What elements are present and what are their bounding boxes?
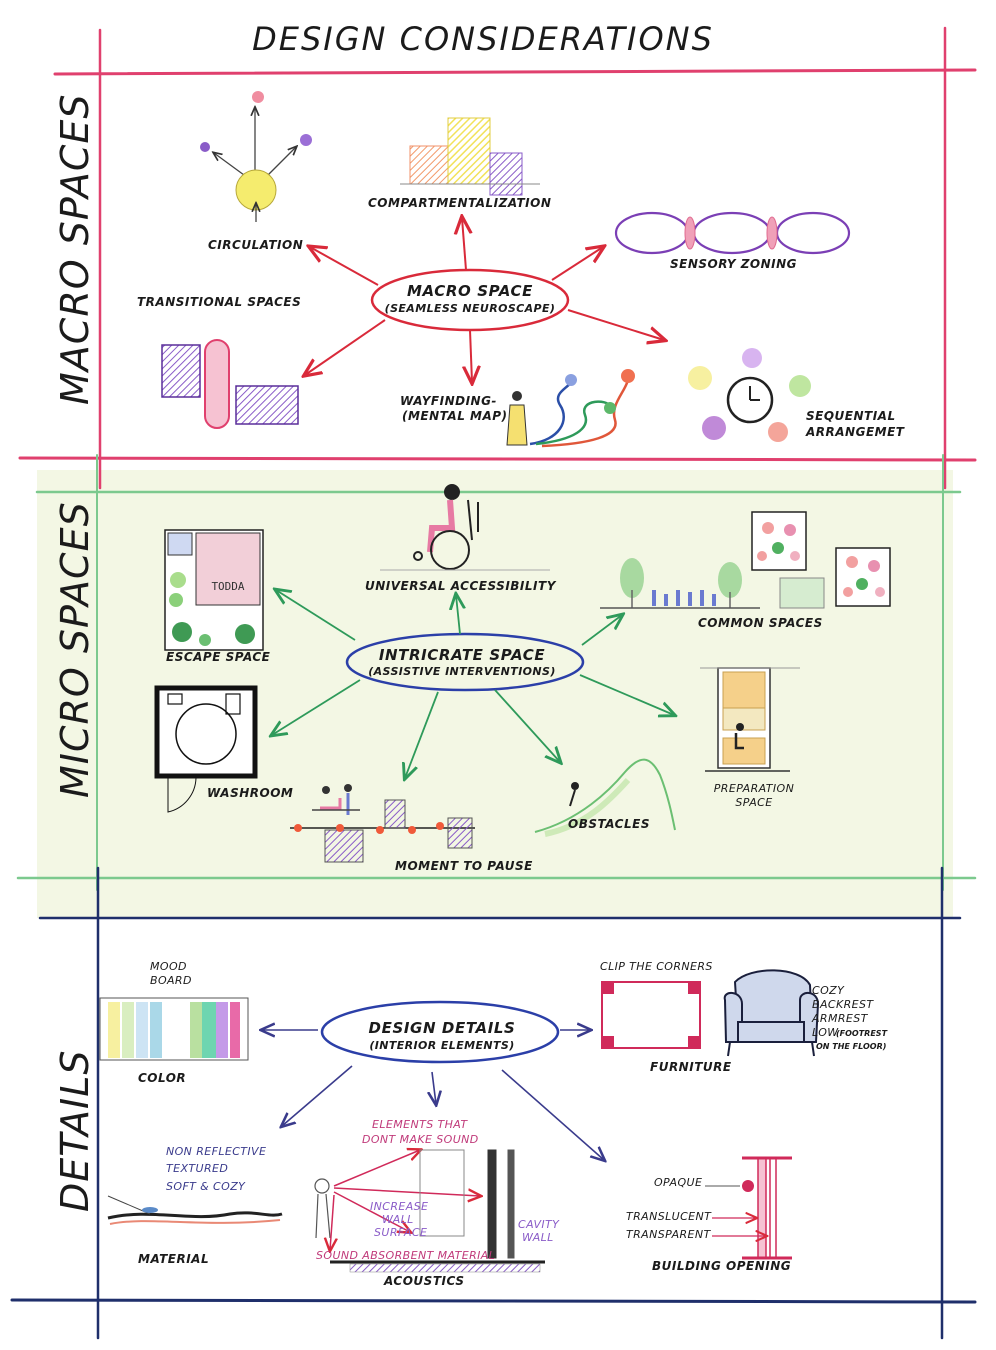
label-sequential-2: ARRANGEMET xyxy=(805,425,905,439)
label-escape-space: ESCAPE SPACE xyxy=(166,650,271,664)
armchair-sketch xyxy=(723,969,820,1057)
macro-hub-subtitle: (SEAMLESS NEUROSCAPE) xyxy=(385,302,556,315)
label-increase-2: WALL xyxy=(382,1213,414,1226)
label-cozy-2: BACKREST xyxy=(812,998,874,1011)
label-clip-corners: CLIP THE CORNERS xyxy=(600,960,713,973)
label-preparation-1: PREPARATION xyxy=(714,782,794,795)
mood-board-sketch xyxy=(99,997,249,1061)
macro-hub-title: MACRO SPACE xyxy=(407,282,533,300)
micro-arrows xyxy=(272,590,674,778)
label-mood-2: BOARD xyxy=(150,974,192,987)
label-wayfinding-2: (MENTAL MAP) xyxy=(402,409,508,423)
label-cozy-5: ON THE FLOOR) xyxy=(816,1042,886,1051)
transitional-spaces-sketch xyxy=(161,339,299,429)
details-hub-title: DESIGN DETAILS xyxy=(369,1019,516,1037)
band-lines xyxy=(10,26,977,1340)
label-nonreflective-1: NON REFLECTIVE xyxy=(166,1145,266,1158)
label-cozy-3: ARMREST xyxy=(811,1012,869,1025)
label-elements-1: ELEMENTS THAT xyxy=(372,1118,468,1131)
preparation-space-sketch xyxy=(700,667,800,772)
label-cavity-2: WALL xyxy=(522,1231,554,1244)
label-translucent: TRANSLUCENT xyxy=(626,1210,712,1223)
label-acoustics: ACOUSTICS xyxy=(383,1274,464,1288)
label-compartmentalization: COMPARTMENTALIZATION xyxy=(368,196,551,210)
label-nonreflective-2: TEXTURED xyxy=(166,1162,228,1175)
label-increase-1: INCREASE xyxy=(370,1200,428,1213)
details-hub-subtitle: (INTERIOR ELEMENTS) xyxy=(369,1039,514,1052)
wayfinding-sketch xyxy=(506,369,635,448)
clip-corners-sketch xyxy=(601,981,701,1049)
sensory-zoning-sketch xyxy=(614,211,851,255)
label-opaque: OPAQUE xyxy=(654,1176,702,1189)
details-arrows xyxy=(262,1030,604,1160)
wheelchair-sketch xyxy=(380,484,550,571)
section-label-details: DETAILS xyxy=(53,1050,97,1213)
label-common-spaces: COMMON SPACES xyxy=(698,616,823,630)
label-material: MATERIAL xyxy=(138,1252,209,1266)
washroom-sketch xyxy=(154,685,258,813)
label-transparent: TRANSPARENT xyxy=(626,1228,712,1241)
label-sequential-1: SEQUENTIAL xyxy=(806,409,896,423)
label-preparation-2: SPACE xyxy=(735,796,772,809)
label-cavity-1: CAVITY xyxy=(518,1218,560,1231)
label-color: COLOR xyxy=(138,1071,186,1085)
label-moment-to-pause: MOMENT TO PAUSE xyxy=(395,859,533,873)
label-sound-absorbent: SOUND ABSORBENT MATERIAL xyxy=(316,1249,495,1262)
details-hub: DESIGN DETAILS (INTERIOR ELEMENTS) xyxy=(320,1000,560,1064)
label-cozy-4b: (FOOTREST xyxy=(836,1029,888,1038)
label-transitional-spaces: TRANSITIONAL SPACES xyxy=(137,295,301,309)
label-circulation: CIRCULATION xyxy=(208,238,303,252)
label-universal-accessibility: UNIVERSAL ACCESSIBILITY xyxy=(365,579,557,593)
page-title: DESIGN CONSIDERATIONS xyxy=(252,20,714,58)
macro-arrows xyxy=(305,218,664,382)
label-nonreflective-3: SOFT & COZY xyxy=(166,1180,246,1193)
label-obstacles: OBSTACLES xyxy=(568,817,650,831)
escape-space-sketch: TODDA xyxy=(164,529,264,651)
label-increase-3: SURFACE xyxy=(374,1226,427,1239)
section-label-macro: MACRO SPACES xyxy=(53,93,97,405)
section-label-micro: MICRO SPACES xyxy=(53,501,97,798)
label-mood-1: MOOD xyxy=(150,960,187,973)
escape-sign-text: TODDA xyxy=(211,580,244,593)
label-cozy-4a: LOW xyxy=(812,1026,839,1039)
label-building-opening: BUILDING OPENING xyxy=(652,1259,791,1273)
material-sketch xyxy=(107,1195,283,1225)
obstacles-sketch xyxy=(534,758,676,837)
building-opening-sketch xyxy=(705,1156,792,1260)
label-washroom: WASHROOM xyxy=(207,786,293,800)
circulation-sketch xyxy=(200,91,312,222)
label-furniture: FURNITURE xyxy=(650,1060,732,1074)
compartmentalization-sketch xyxy=(400,117,540,196)
label-wayfinding-1: WAYFINDING- xyxy=(400,394,497,408)
micro-hub: INTRICRATE SPACE (ASSISTIVE INTERVENTION… xyxy=(345,632,585,692)
common-spaces-sketch xyxy=(600,511,891,609)
micro-hub-title: INTRICRATE SPACE xyxy=(379,646,546,664)
label-cozy-1: COZY xyxy=(812,984,845,997)
macro-hub: MACRO SPACE (SEAMLESS NEUROSCAPE) xyxy=(370,268,570,332)
acoustics-sketch xyxy=(314,1150,545,1273)
label-sensory-zoning: SENSORY ZONING xyxy=(670,257,797,271)
sequential-arrangement-sketch xyxy=(688,348,811,442)
label-elements-2: DONT MAKE SOUND xyxy=(362,1133,479,1146)
micro-hub-subtitle: (ASSISTIVE INTERVENTIONS) xyxy=(368,665,556,678)
moment-to-pause-sketch xyxy=(290,784,475,863)
